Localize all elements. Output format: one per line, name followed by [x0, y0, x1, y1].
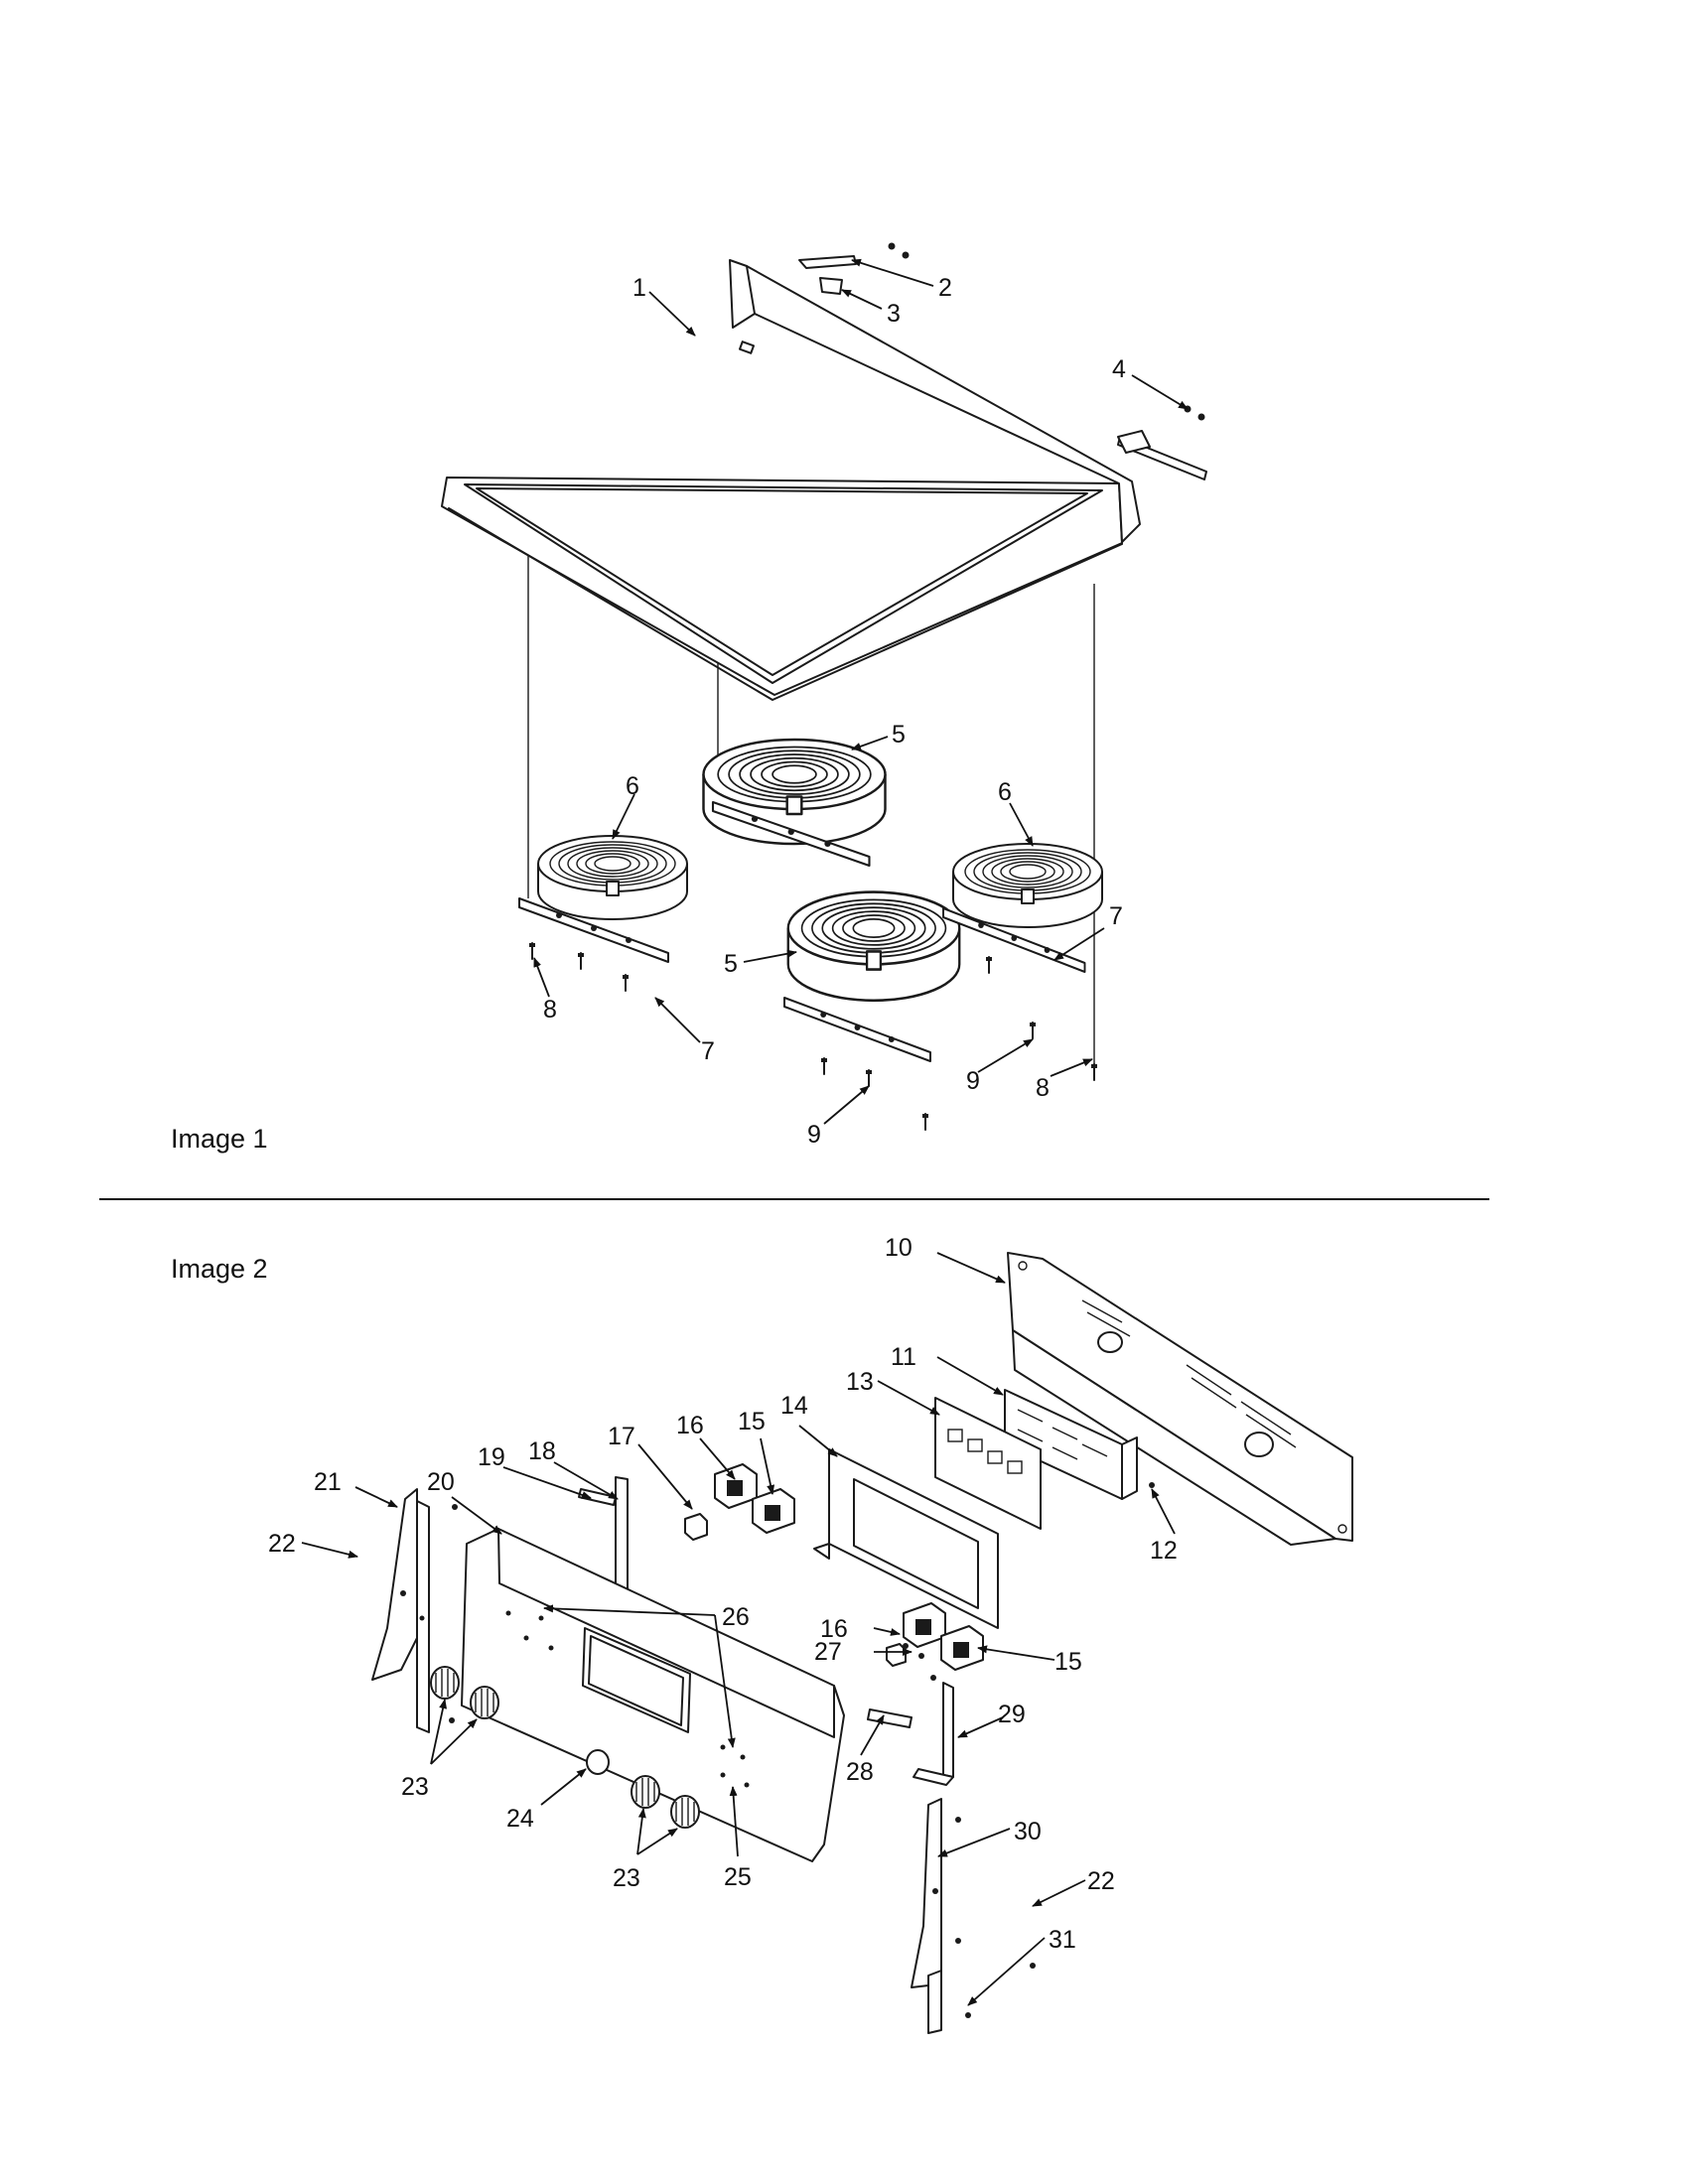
callout-5-rear: 5: [892, 721, 906, 749]
callout-26: 26: [722, 1603, 750, 1631]
callout-15-lower: 15: [1054, 1648, 1082, 1676]
hinge-bracket-part-2: [798, 242, 910, 269]
callout-25: 25: [724, 1863, 752, 1891]
knob-part-23-d: [670, 1795, 700, 1829]
callout-6-left: 6: [626, 772, 639, 800]
callout-30: 30: [1014, 1818, 1042, 1845]
image-2-exploded-view: 10 11 12 13 14 15 15 16 16 17 18 19 20 2…: [268, 1234, 1353, 2034]
callout-8-right: 8: [1036, 1074, 1050, 1102]
image-1-exploded-view: 1 2 3 4 5 5 6 6 7 7 8 8 9 9: [441, 242, 1207, 1149]
switch-part-15-lower: [940, 1625, 984, 1671]
knob-part-23-b: [470, 1686, 499, 1719]
callout-18: 18: [528, 1437, 556, 1465]
callout-27: 27: [814, 1638, 842, 1666]
switch-part-15-upper: [752, 1488, 795, 1534]
callout-15-upper: 15: [738, 1408, 766, 1435]
callout-10: 10: [885, 1234, 912, 1262]
cooktop-part-1: [441, 259, 1141, 1077]
rear-panel-part-10: [1007, 1252, 1353, 1546]
callout-23-left: 23: [401, 1773, 429, 1801]
bracket-part-7-front: [783, 997, 931, 1062]
callout-16-lower: 16: [820, 1615, 848, 1643]
callout-4: 4: [1112, 355, 1126, 383]
callout-16-upper: 16: [676, 1412, 704, 1439]
callout-17: 17: [608, 1423, 635, 1450]
callout-20: 20: [427, 1468, 455, 1496]
callout-11: 11: [891, 1343, 916, 1371]
callout-22-right: 22: [1087, 1867, 1115, 1895]
overlay-board-part-13: [934, 1397, 1042, 1530]
callout-2: 2: [938, 274, 952, 302]
callout-12: 12: [1150, 1537, 1178, 1565]
side-trim-part-21: [371, 1488, 430, 1733]
callout-22-left: 22: [268, 1530, 296, 1558]
burner-part-6-right: [952, 843, 1103, 928]
callout-28: 28: [846, 1758, 874, 1786]
callout-3: 3: [887, 300, 901, 328]
callout-14: 14: [780, 1392, 808, 1420]
callout-19: 19: [478, 1443, 505, 1471]
callout-9-front: 9: [807, 1121, 821, 1149]
callout-labels-image-2: 10 11 12 13 14 15 15 16 16 17 18 19 20 2…: [268, 1234, 1178, 1954]
callout-21: 21: [314, 1468, 342, 1496]
light-part-17: [684, 1513, 708, 1541]
section-title-image-2: Image 2: [171, 1254, 268, 1284]
switch-part-16-lower: [903, 1602, 946, 1648]
screws-image-2: [449, 1482, 1155, 2018]
switch-part-27-28: [867, 1643, 912, 1728]
knob-part-24: [586, 1749, 610, 1775]
bracket-part-4: [1117, 405, 1207, 480]
callout-7-left: 7: [701, 1037, 715, 1065]
knob-part-23-a: [430, 1666, 460, 1700]
leader-lines-image-1: [533, 258, 1189, 1125]
burner-part-5-rear: [702, 738, 887, 846]
leader-lines-image-2: [301, 1252, 1176, 2006]
side-trim-part-30: [911, 1798, 961, 2034]
callout-labels-image-1: 1 2 3 4 5 5 6 6 7 7 8 8 9 9: [543, 274, 1126, 1149]
clip-part-3: [819, 277, 843, 295]
callout-8-left: 8: [543, 996, 557, 1024]
knob-part-23-c: [631, 1775, 660, 1809]
callout-5-front: 5: [724, 950, 738, 978]
window-frame-part-14: [813, 1448, 999, 1629]
switch-part-16-upper: [714, 1463, 758, 1509]
callout-9-right: 9: [966, 1067, 980, 1095]
callout-24: 24: [506, 1805, 534, 1833]
callout-13: 13: [846, 1368, 874, 1396]
burner-part-5-front: [786, 890, 961, 1003]
section-title-image-1: Image 1: [171, 1124, 268, 1154]
callout-29: 29: [998, 1701, 1026, 1728]
callout-7-right: 7: [1109, 902, 1123, 930]
control-panel-part-20: [461, 1528, 845, 1862]
callout-23-right: 23: [613, 1864, 640, 1892]
burner-part-6-left: [537, 835, 688, 920]
callout-1: 1: [632, 274, 646, 302]
clock-module-part-11: [1004, 1389, 1138, 1500]
bracket-part-19: [578, 1488, 617, 1506]
callout-6-right: 6: [998, 778, 1012, 806]
callout-31: 31: [1049, 1926, 1076, 1954]
bracket-part-29: [912, 1682, 954, 1786]
